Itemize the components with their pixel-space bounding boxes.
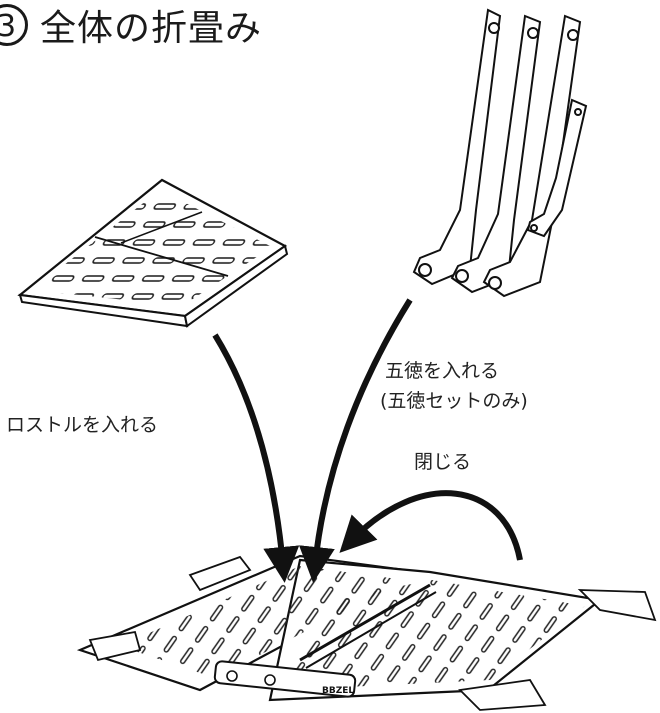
step-number-circle: 3 xyxy=(0,4,28,46)
brand-logo-text: BBZEL xyxy=(322,686,354,696)
close-label: 閉じる xyxy=(414,451,472,473)
insert-trivet-label: 五徳を入れる xyxy=(385,360,500,382)
step-title: 全体の折畳み xyxy=(40,8,263,49)
insertion-arrows xyxy=(212,298,523,583)
insert-grate-label: ロストルを入れる xyxy=(6,414,159,436)
close-arrow xyxy=(339,490,523,561)
trivet-arrow xyxy=(298,298,413,583)
trivet-set-only-note: (五徳セットのみ) xyxy=(380,390,528,412)
trivet-bars-illustration xyxy=(412,8,588,298)
rostle-arrow xyxy=(212,333,300,583)
grate-illustration xyxy=(17,178,289,328)
grill-body-illustration: BBZEL xyxy=(76,554,657,711)
step-heading: 3 全体の折畳み xyxy=(0,2,263,49)
